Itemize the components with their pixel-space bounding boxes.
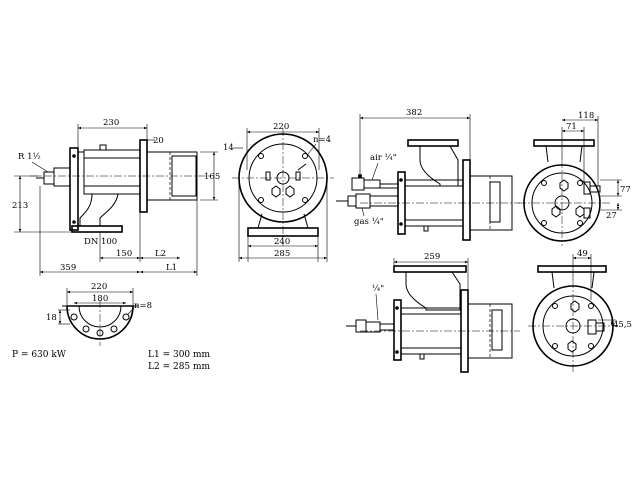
side-view: 230 20 165 213 R 1½ DN 100 150 L2 L1 359 xyxy=(12,118,220,276)
dim-213: 213 xyxy=(12,201,28,211)
label-r1-5: R 1½ xyxy=(18,151,41,162)
dim-240: 240 xyxy=(274,237,290,247)
dim-l2: L2 xyxy=(155,249,166,259)
front-flange-view: 220 14 n=4 240 285 xyxy=(223,122,334,262)
dim-20: 20 xyxy=(153,136,164,146)
label-n8: n=8 xyxy=(134,301,152,311)
dim-230: 230 xyxy=(103,118,119,128)
notes: P = 630 kW L1 = 300 mm L2 = 285 mm xyxy=(12,350,211,372)
dim-180: 180 xyxy=(92,294,108,304)
note-l2: L2 = 285 mm xyxy=(148,362,211,372)
dim-14: 14 xyxy=(223,143,234,153)
dim-l1: L1 xyxy=(166,263,177,273)
dim-18: 18 xyxy=(46,313,57,323)
label-dn100: DN 100 xyxy=(84,237,117,247)
dim-285: 285 xyxy=(274,249,290,259)
dim-165: 165 xyxy=(204,172,220,182)
dim-382: 382 xyxy=(406,108,422,118)
dim-45-5: 45,5 xyxy=(613,320,632,330)
bottom-flange-view: 220 180 n=8 18 xyxy=(46,282,152,346)
gas-train-bottom-view: 259 ¼" xyxy=(346,252,520,373)
label-gas: gas ¼" xyxy=(354,216,384,227)
dim-359: 359 xyxy=(60,263,76,273)
gas-train-top-view: 382 air ¼" gas ¼" xyxy=(336,108,520,241)
dim-71: 71 xyxy=(566,122,577,132)
end-view-bottom: 49 45,5 xyxy=(528,249,632,372)
dim-49: 49 xyxy=(577,249,588,259)
dim-220-front: 220 xyxy=(273,122,289,132)
dim-150: 150 xyxy=(116,249,132,259)
dim-77: 77 xyxy=(620,185,631,195)
label-n4: n=4 xyxy=(313,135,331,145)
dim-259: 259 xyxy=(424,252,440,262)
label-air: air ¼" xyxy=(370,152,397,163)
label-quarter: ¼" xyxy=(372,283,384,294)
end-view-top: 118 71 77 27 xyxy=(518,111,631,246)
dim-118: 118 xyxy=(578,111,594,121)
dim-27: 27 xyxy=(606,211,617,221)
note-power: P = 630 kW xyxy=(12,350,67,360)
dim-220-bottom: 220 xyxy=(91,282,107,292)
note-l1: L1 = 300 mm xyxy=(148,350,211,360)
